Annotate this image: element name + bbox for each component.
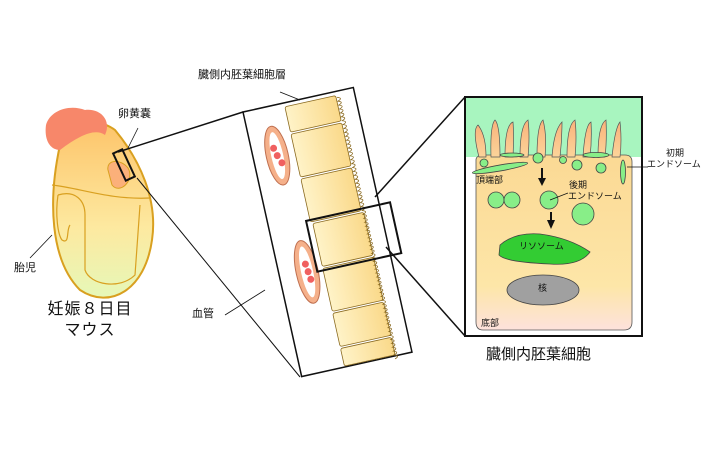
arrow-icon bbox=[538, 168, 555, 229]
late-endosome-label-1: 後期 bbox=[569, 181, 588, 191]
microvilli bbox=[336, 96, 398, 360]
lysosome-label: リソソーム bbox=[519, 242, 564, 252]
nucleus bbox=[506, 274, 580, 306]
embryo-label: 胎児 bbox=[14, 261, 36, 274]
ectoplacental-cone bbox=[45, 107, 108, 150]
cell-title: 臓側内胚葉細胞 bbox=[486, 345, 592, 363]
early-endosome-label-2: エンドソーム bbox=[647, 160, 701, 170]
lysosome bbox=[498, 233, 591, 265]
layer-label: 臓側内胚葉細胞層 bbox=[198, 68, 286, 81]
cell-detail bbox=[464, 96, 648, 337]
cell-layer-strip bbox=[242, 86, 413, 378]
mouse-embryo bbox=[45, 107, 155, 299]
yolk-sac-label: 卵黄嚢 bbox=[118, 107, 151, 120]
early-endosome-label-1: 初期 bbox=[666, 149, 685, 159]
blood-vessel-label: 血管 bbox=[192, 307, 214, 320]
nucleus-label: 核 bbox=[538, 284, 548, 294]
basal-label: 底部 bbox=[481, 319, 500, 329]
highlight-box bbox=[304, 201, 403, 273]
microvilli bbox=[474, 119, 622, 158]
mouse-label-1: 妊娠８日目 bbox=[47, 299, 133, 318]
late-endosome-label-2: エンドソーム bbox=[568, 192, 622, 202]
endosomes bbox=[472, 152, 626, 226]
mouse-label-2: マウス bbox=[64, 320, 116, 339]
apical-label: 頂端部 bbox=[476, 176, 504, 186]
